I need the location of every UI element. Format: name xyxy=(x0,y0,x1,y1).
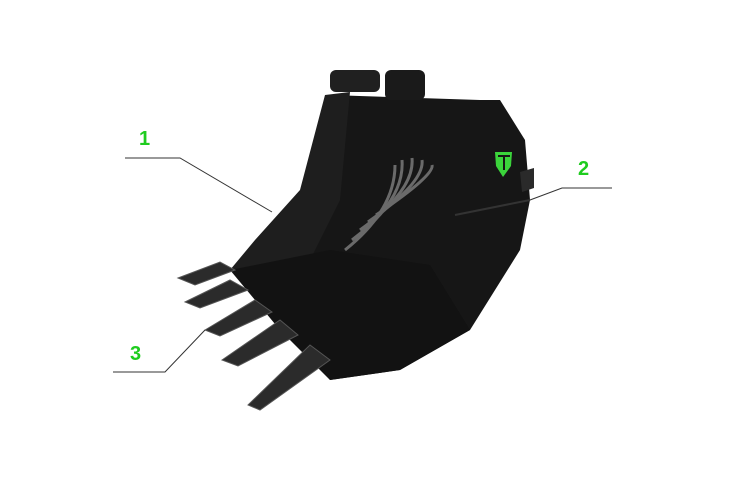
callout-lines xyxy=(113,157,612,373)
grid-ribs xyxy=(344,157,434,252)
callout-label-2: 2 xyxy=(578,158,590,180)
callout-label-1: 1 xyxy=(139,128,151,150)
teeth xyxy=(176,261,331,411)
logo xyxy=(495,152,512,177)
callout-line-1 xyxy=(125,157,273,213)
callout-line-3 xyxy=(113,329,206,373)
callout-label-3: 3 xyxy=(130,343,142,365)
bucket-body xyxy=(230,70,534,380)
callout-line-2 xyxy=(529,187,612,201)
